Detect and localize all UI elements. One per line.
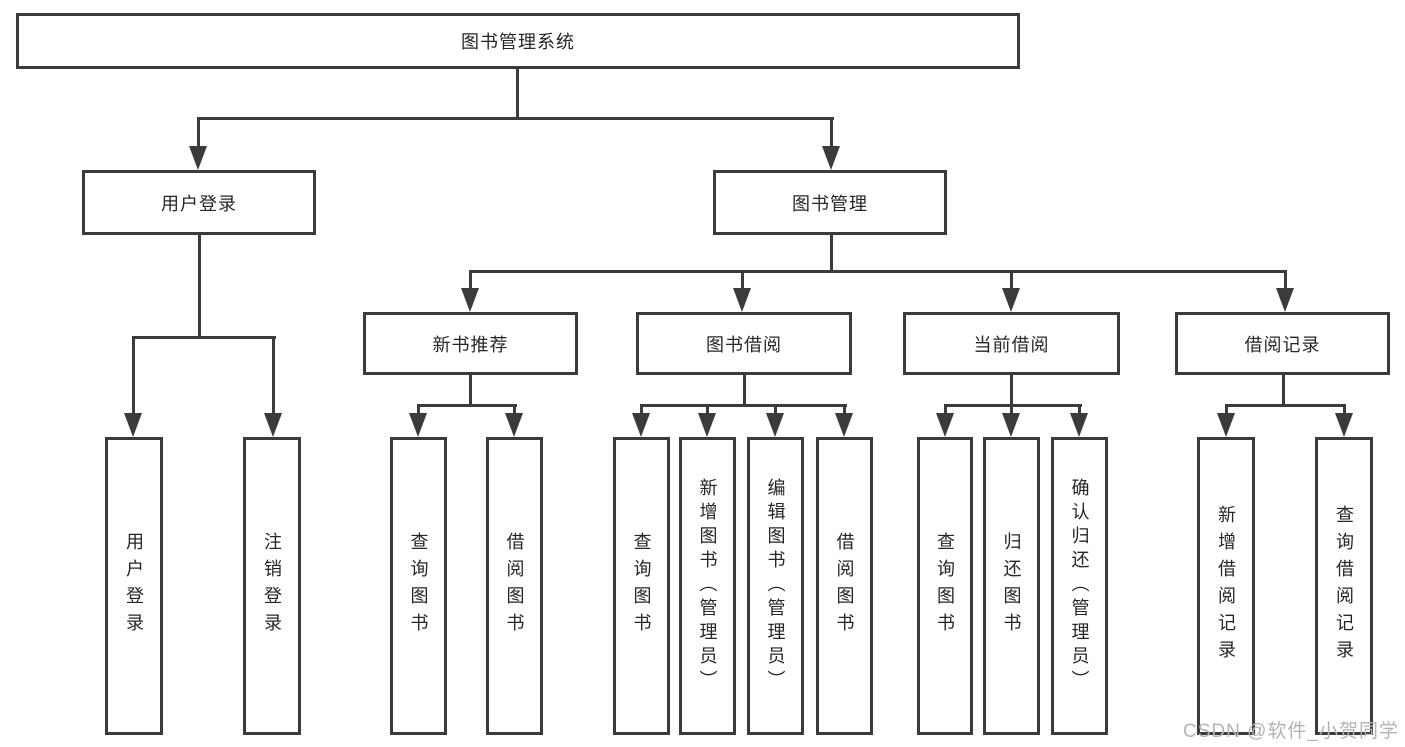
leaf-logout: 注销登录 [243,437,301,735]
connector-line [272,336,275,416]
connector-line [830,117,833,149]
connector-line [197,117,200,149]
leaf-edit-book-admin: 编辑图书（管理员） [747,437,804,735]
arrowhead-down-icon [1002,413,1020,437]
connector-line [1010,404,1013,416]
node-current-borrow: 当前借阅 [903,312,1120,375]
arrowhead-down-icon [189,146,207,170]
connector-line [843,404,846,416]
leaf-query-books: 查询图书 [390,437,447,735]
leaf-borrow-books: 借阅图书 [486,437,543,735]
connector-line [944,404,947,416]
node-new-book-recommend: 新书推荐 [363,312,578,375]
node-book-borrow: 图书借阅 [636,312,852,375]
connector-line [198,235,201,339]
connector-line [1010,270,1013,292]
arrowhead-down-icon [505,413,523,437]
node-root: 图书管理系统 [16,13,1020,69]
arrowhead-down-icon [409,413,427,437]
connector-line [640,404,847,407]
connector-line [417,404,517,407]
arrowhead-down-icon [1335,413,1353,437]
connector-line [1078,404,1081,416]
connector-line [132,336,135,416]
connector-line [132,336,276,339]
connector-line [640,404,643,416]
node-book-management: 图书管理 [713,170,947,235]
connector-line [1010,375,1013,407]
leaf-add-borrow-record: 新增借阅记录 [1197,437,1255,735]
arrowhead-down-icon [1276,288,1294,312]
connector-line [516,69,519,119]
connector-line [944,404,1082,407]
connector-line [1282,375,1285,407]
arrowhead-down-icon [1002,288,1020,312]
connector-line [1225,404,1228,416]
arrowhead-down-icon [698,413,716,437]
connector-line [706,404,709,416]
leaf-query-books: 查询图书 [613,437,670,735]
connector-line [417,404,420,416]
leaf-add-book-admin: 新增图书（管理员） [679,437,736,735]
arrowhead-down-icon [461,288,479,312]
arrowhead-down-icon [1217,413,1235,437]
connector-line [1343,404,1346,416]
connector-line [741,270,744,292]
arrowhead-down-icon [264,413,282,437]
leaf-query-borrow-record: 查询借阅记录 [1315,437,1373,735]
connector-line [513,404,516,416]
node-user-login: 用户登录 [82,170,316,235]
arrowhead-down-icon [822,146,840,170]
arrowhead-down-icon [766,413,784,437]
connector-line [830,235,833,273]
connector-line [743,375,746,407]
watermark: CSDN @软件_小贺同学 [1183,721,1399,742]
connector-line [1284,270,1287,292]
leaf-query-books: 查询图书 [917,437,973,735]
arrowhead-down-icon [1070,413,1088,437]
node-borrow-record: 借阅记录 [1175,312,1390,375]
arrowhead-down-icon [124,413,142,437]
leaf-borrow-books: 借阅图书 [816,437,873,735]
connector-line [774,404,777,416]
leaf-user-login: 用户登录 [105,437,163,735]
connector-line [1225,404,1346,407]
connector-line [197,117,834,120]
arrowhead-down-icon [936,413,954,437]
arrowhead-down-icon [835,413,853,437]
leaf-confirm-return-admin: 确认归还（管理员） [1051,437,1108,735]
connector-line [469,375,472,407]
connector-line [469,270,472,292]
arrowhead-down-icon [632,413,650,437]
connector-line [469,270,1287,273]
arrowhead-down-icon [733,288,751,312]
leaf-return-books: 归还图书 [983,437,1040,735]
